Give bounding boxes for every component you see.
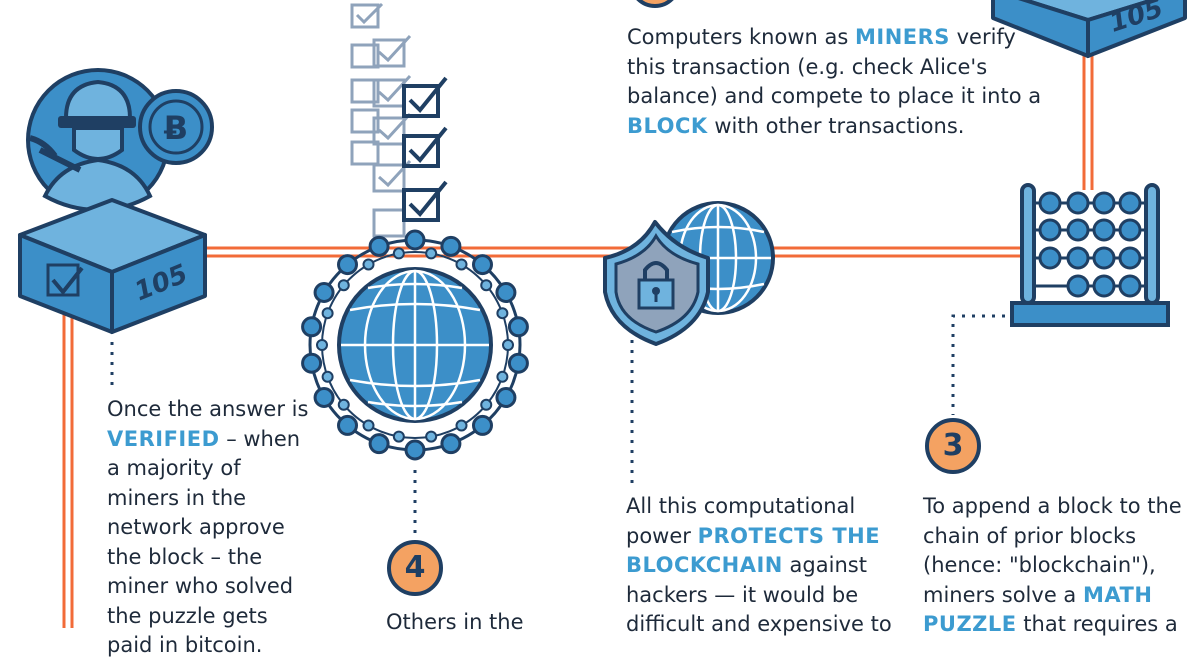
abacus-bead [1092, 246, 1116, 270]
abacus-bead [1066, 218, 1090, 242]
abacus-bead [1092, 191, 1116, 215]
network-node [440, 235, 462, 257]
network-node [337, 254, 359, 276]
network-node [368, 235, 390, 257]
network-node [301, 316, 323, 338]
miners-description: Computers known as MINERS verify this tr… [627, 25, 1042, 138]
network-node-small [455, 258, 468, 271]
network-node-small [337, 398, 350, 411]
verified-highlight: VERIFIED [107, 426, 220, 451]
network-node [337, 414, 359, 436]
verified-description: Once the answer is VERIFIED – when a maj… [107, 397, 309, 657]
network-node [404, 229, 426, 251]
network-node-small [455, 419, 468, 432]
network-node-small [316, 339, 328, 351]
abacus-bead [1118, 274, 1142, 298]
abacus-bead [1038, 218, 1062, 242]
abacus-bead [1066, 274, 1090, 298]
network-node-small [425, 247, 438, 260]
security-shield-icon [603, 201, 775, 346]
abacus-bead [1038, 246, 1062, 270]
abacus-bead [1092, 274, 1116, 298]
network-node-small [496, 370, 509, 383]
block-box-left: 105 [18, 198, 207, 334]
abacus-bead [1038, 191, 1062, 215]
network-node [313, 387, 335, 408]
network-node-small [321, 307, 334, 320]
dotted-connectors [110, 314, 1015, 535]
network-node-small [480, 398, 493, 411]
network-globe-icon [301, 229, 529, 461]
network-node [495, 282, 517, 303]
network-node-small [502, 339, 514, 351]
network-node-small [496, 307, 509, 320]
protects-highlight: PROTECTS THE BLOCKCHAIN [626, 523, 881, 578]
block-highlight: BLOCK [627, 113, 708, 138]
checkbox-stack-icons [350, 2, 448, 238]
step-4-description: Others in the [386, 610, 524, 634]
network-node [507, 352, 529, 374]
abacus-bead [1092, 218, 1116, 242]
abacus-bead [1118, 191, 1142, 215]
network-node-small [337, 279, 350, 292]
protects-description: All this computational power PROTECTS TH… [626, 494, 892, 636]
step-3-number: 3 [925, 418, 981, 474]
network-node-small [362, 419, 375, 432]
network-node [301, 352, 323, 374]
network-node-small [480, 279, 493, 292]
miners-highlight: MINERS [854, 25, 950, 49]
abacus-bead [1066, 246, 1090, 270]
abacus-icon [1010, 183, 1170, 327]
network-node [507, 316, 529, 338]
blockchain-diagram: Ƀ 105 105 [18, 0, 1187, 628]
network-node [440, 433, 462, 455]
network-node [313, 282, 335, 303]
abacus-bead [1118, 246, 1142, 270]
svg-text:Ƀ: Ƀ [164, 109, 188, 147]
network-node [368, 433, 390, 455]
network-node-small [392, 247, 405, 260]
network-node-small [321, 370, 334, 383]
network-node [471, 414, 493, 436]
bitcoin-coin-icon: Ƀ [138, 89, 214, 165]
step-4-number: 4 [387, 540, 443, 596]
network-node [404, 439, 426, 461]
abacus-bead [1118, 218, 1142, 242]
step-3-description: To append a block to the chain of prior … [923, 494, 1182, 636]
connector-lines [62, 50, 1094, 628]
step-number-partial [636, 0, 674, 8]
network-node-small [425, 430, 438, 443]
abacus-bead [1066, 191, 1090, 215]
network-node-small [392, 430, 405, 443]
block-box-top-right: 105 [991, 0, 1187, 58]
network-node [471, 254, 493, 276]
network-node-small [362, 258, 375, 271]
network-node [495, 387, 517, 408]
